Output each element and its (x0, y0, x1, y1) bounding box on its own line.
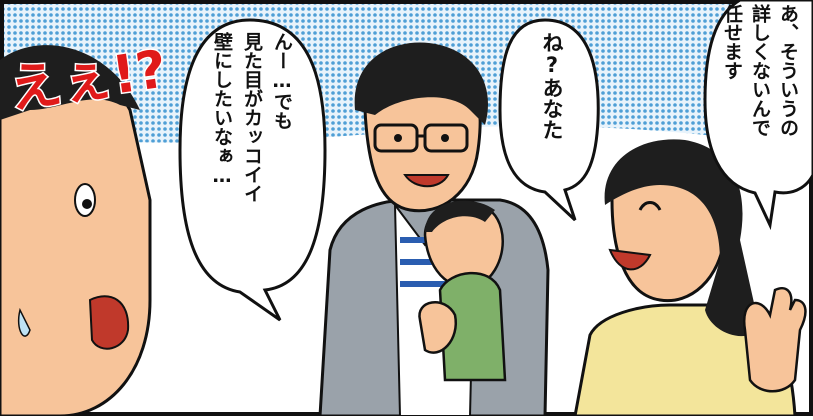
man-with-baby (318, 42, 550, 418)
smiling-woman (573, 139, 807, 418)
bubble-left-line-2: 見た目がカッコイイ (241, 32, 263, 203)
speech-bubble-right (703, 0, 813, 231)
bubble-left-line-1: んー…でも (271, 32, 293, 130)
surprised-man (0, 45, 152, 418)
bubble-right-line-3: 任せます (721, 3, 744, 80)
bubble-right-line-1: あ、そういうの (777, 4, 799, 137)
bubble-left-line-3: 壁にしたいなぁ… (211, 31, 233, 187)
sfx-text: えぇ!? (5, 39, 170, 120)
speech-bubble-left (178, 18, 327, 322)
bubble-middle-line-1: ね?あなた (540, 32, 564, 140)
bubble-right-line-2: 詳しくないんで (749, 3, 771, 137)
speech-bubble-middle (498, 18, 600, 222)
